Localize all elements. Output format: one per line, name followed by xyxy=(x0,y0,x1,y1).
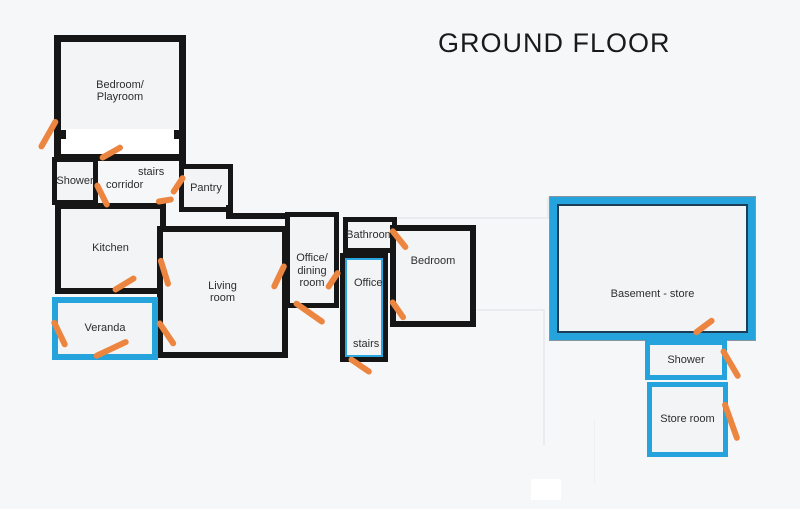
room-shower-right: Shower xyxy=(645,340,727,380)
room-kitchen-label: Kitchen xyxy=(92,242,129,255)
room-office-dining-label: Office/ dining room xyxy=(296,252,328,290)
wall-hallway-top xyxy=(226,213,292,219)
room-bedroom-label: Bedroom xyxy=(410,254,456,267)
bedroom-playroom-door-notch-left xyxy=(61,130,66,139)
room-shower-left-label: Shower xyxy=(56,174,94,187)
room-store-room-label: Store room xyxy=(660,413,715,426)
room-bathroom: Bathroom xyxy=(343,217,397,253)
room-office-stairs: Office stairs xyxy=(340,253,388,362)
faint-line-store xyxy=(594,420,595,483)
room-living-room-label: Living room xyxy=(208,279,237,305)
room-bedroom-playroom-label: Bedroom/ Playroom xyxy=(96,78,144,104)
faint-hall-line-mid xyxy=(477,309,545,311)
room-kitchen: Kitchen xyxy=(55,203,166,294)
white-patch xyxy=(531,479,561,500)
page-title: GROUND FLOOR xyxy=(438,28,671,58)
faint-hall-line-top xyxy=(398,217,549,219)
faint-hall-line-left xyxy=(547,197,549,219)
room-basement-store-label: Basement - store xyxy=(610,288,695,301)
room-living-room: Living room xyxy=(157,226,288,358)
room-office-label: Office xyxy=(354,277,383,289)
room-bathroom-label: Bathroom xyxy=(346,228,394,241)
room-shower-right-label: Shower xyxy=(667,353,705,366)
bedroom-playroom-door-notch-right xyxy=(174,130,179,139)
corridor-label-stairs: stairs xyxy=(138,166,165,178)
faint-hall-line-vert xyxy=(543,309,545,445)
room-stairs-label: stairs xyxy=(353,338,380,350)
wall-bedroom-pantry-join xyxy=(179,153,186,167)
room-store-room: Store room xyxy=(647,382,728,457)
wall-pantry-step xyxy=(226,205,233,219)
room-basement-store: Basement - store xyxy=(550,197,755,340)
room-shower-left: Shower xyxy=(52,157,98,205)
room-veranda-label: Veranda xyxy=(84,322,126,335)
room-pantry-label: Pantry xyxy=(190,181,222,194)
corridor-label-corridor: corridor xyxy=(106,179,144,191)
room-office-dining: Office/ dining room xyxy=(285,212,339,308)
room-pantry: Pantry xyxy=(179,164,233,212)
